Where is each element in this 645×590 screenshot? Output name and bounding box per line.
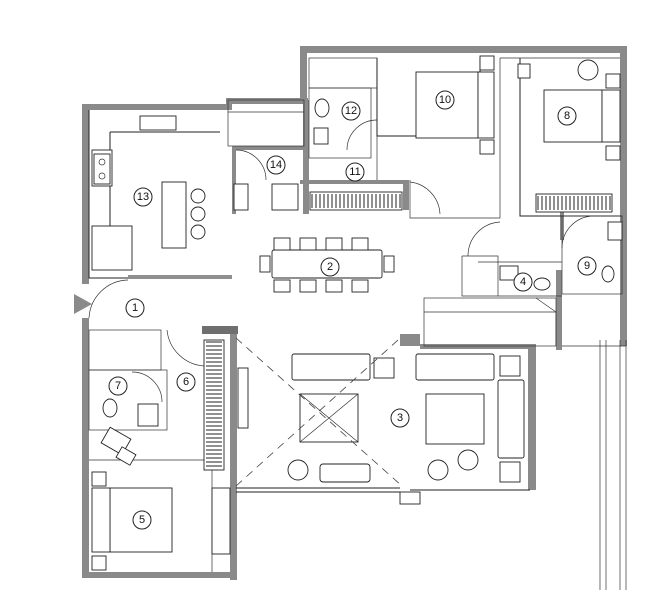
room-label-circle — [390, 408, 410, 428]
dashed-diagonals — [235, 337, 403, 487]
room-label-2: 2 — [320, 257, 340, 277]
room-label-circle — [108, 376, 128, 396]
room-label-circle — [176, 372, 196, 392]
room-number: 6 — [183, 376, 189, 388]
entrance-arrow-icon — [74, 294, 92, 314]
room-label-3: 3 — [390, 408, 410, 428]
toilet-icon — [601, 265, 615, 283]
room-label-13: 13 — [133, 187, 153, 207]
room-number: 5 — [139, 514, 145, 526]
room-label-circle — [133, 187, 153, 207]
room-label-circle — [513, 272, 533, 292]
room-label-6: 6 — [176, 372, 196, 392]
room-number: 12 — [345, 105, 357, 117]
room-label-circle — [320, 257, 340, 277]
room-label-5: 5 — [132, 510, 152, 530]
walls — [82, 46, 627, 580]
room-number: 13 — [137, 191, 149, 203]
room-number: 11 — [349, 166, 360, 178]
room-label-7: 7 — [108, 376, 128, 396]
dining-chair-icon — [259, 237, 395, 293]
room-number: 7 — [115, 380, 121, 392]
room-label-11: 11 — [345, 162, 365, 182]
room-label-circle — [132, 510, 152, 530]
room-number: 3 — [397, 412, 403, 424]
room-label-circle — [125, 298, 145, 318]
room-number: 4 — [520, 276, 526, 288]
room-label-circle — [341, 101, 361, 121]
room-label-circle — [266, 155, 286, 175]
room-label-12: 12 — [341, 101, 361, 121]
room-number: 14 — [270, 159, 282, 171]
toilet-icon — [533, 277, 551, 291]
room-number: 2 — [327, 261, 333, 273]
sofa-icon — [415, 353, 495, 381]
interior-lines — [88, 57, 627, 590]
room-label-10: 10 — [435, 90, 455, 110]
room-number: 9 — [584, 260, 590, 272]
room-label-circle — [345, 162, 365, 182]
sofa-icon — [291, 353, 371, 381]
room-number: 1 — [132, 302, 138, 314]
toilet-icon — [314, 98, 330, 118]
room-label-1: 1 — [125, 298, 145, 318]
room-label-4: 4 — [513, 272, 533, 292]
wardrobes — [203, 191, 613, 471]
room-label-9: 9 — [577, 256, 597, 276]
stove-icon — [93, 153, 111, 185]
room-number: 8 — [564, 110, 570, 122]
sink-icon — [139, 115, 177, 131]
toilet-icon — [102, 398, 118, 418]
room-label-14: 14 — [266, 155, 286, 175]
furniture — [91, 55, 623, 571]
room-label-8: 8 — [557, 106, 577, 126]
room-label-circle — [577, 256, 597, 276]
sofa-icon — [497, 379, 525, 459]
room-label-circle — [435, 90, 455, 110]
room-number: 10 — [439, 94, 451, 106]
room-label-circle — [557, 106, 577, 126]
